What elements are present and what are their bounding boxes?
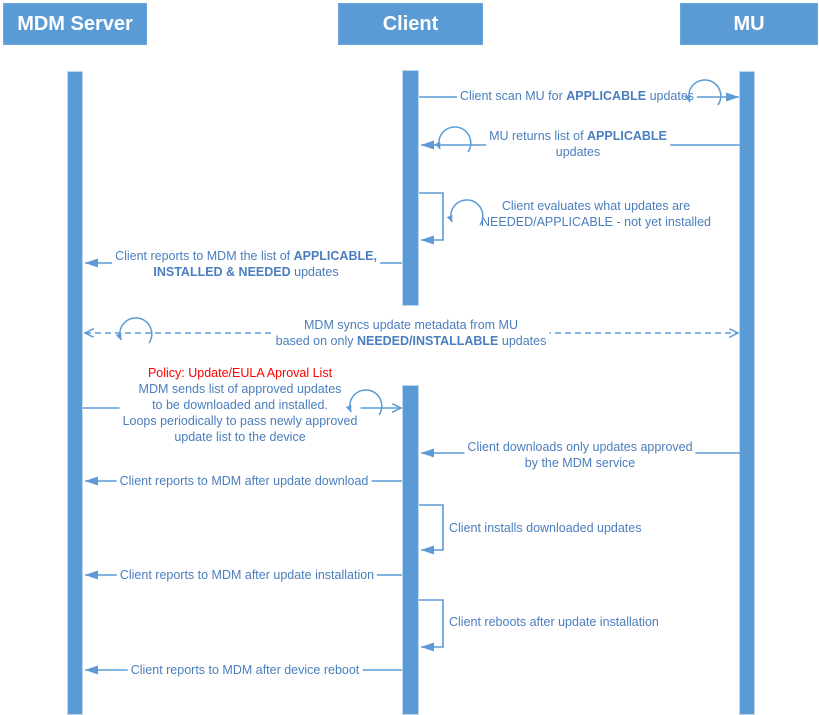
loop-icon-sync <box>115 317 153 344</box>
arrow-self-evaluate <box>419 192 444 245</box>
label-report-list: Client reports to MDM the list of APPLIC… <box>112 248 380 280</box>
actor-header-mdm-server: MDM Server <box>3 3 147 45</box>
actor-label-client: Client <box>382 12 439 35</box>
loop-icon-evaluate <box>446 199 484 226</box>
label-install-updates: Client installs downloaded updates <box>449 521 642 535</box>
label-scan-mu: Client scan MU for APPLICABLE updates <box>456 88 698 104</box>
actor-header-mu: MU <box>680 3 818 45</box>
label-report-download: Client reports to MDM after update downl… <box>116 473 372 489</box>
policy-title: Policy: Update/EULA Aproval List <box>147 366 333 380</box>
loop-icon-policy <box>345 389 383 416</box>
label-reboot: Client reboots after update installation <box>449 615 659 629</box>
loop-icon-returns <box>434 126 472 153</box>
loop-icon-scan <box>684 79 722 106</box>
actor-header-client: Client <box>338 3 483 45</box>
label-download-updates: Client downloads only updates approved b… <box>464 439 696 471</box>
label-report-install: Client reports to MDM after update insta… <box>116 567 378 583</box>
actor-label-mu: MU <box>733 12 765 35</box>
arrow-self-reboot <box>419 599 444 652</box>
lifeline-bar-client-1 <box>402 70 419 306</box>
label-report-reboot: Client reports to MDM after device reboo… <box>127 662 363 678</box>
label-client-evaluates: Client evaluates what updates are NEEDED… <box>478 198 714 230</box>
arrow-self-install <box>419 504 444 555</box>
label-policy-approved-list: Policy: Update/EULA Aproval List MDM sen… <box>119 365 361 445</box>
actor-label-mdm-server: MDM Server <box>17 12 133 35</box>
label-mu-returns: MU returns list of APPLICABLE updates <box>486 128 670 160</box>
